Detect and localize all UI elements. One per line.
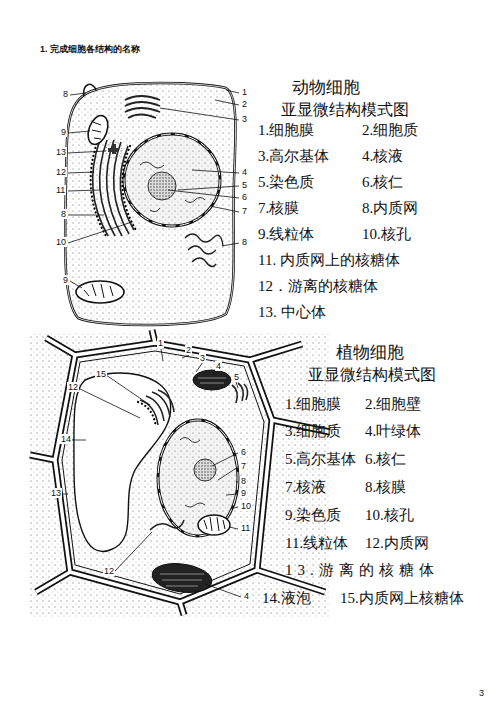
answer-item: 15.内质网上核糖体 — [340, 590, 464, 607]
callout-number: 4 — [241, 167, 248, 177]
callout-number: 14 — [60, 434, 72, 444]
answer-item: 10.核孔 — [365, 507, 414, 524]
callout-number: 1 — [241, 87, 248, 97]
answer-item: 6.核仁 — [362, 174, 403, 191]
answer-item: 4.叶绿体 — [365, 423, 421, 440]
answer-item: 11. 内质网上的核糖体 — [258, 252, 400, 269]
callout-number: 12 — [55, 167, 67, 177]
answer-item: 13. 中心体 — [258, 304, 326, 321]
callout-number: 4 — [215, 361, 222, 371]
answer-item: 6.核仁 — [365, 451, 406, 468]
callout-number: 4 — [243, 591, 250, 601]
callout-number: 3 — [199, 353, 206, 363]
callout-number: 10 — [240, 501, 252, 511]
callout-number: 13 — [55, 147, 67, 157]
callout-number: 7 — [241, 206, 248, 216]
callout-number: 6 — [241, 192, 248, 202]
answer-item: 14.液泡 — [262, 590, 311, 607]
callout-number: 8 — [62, 89, 69, 99]
animal-cell — [65, 83, 239, 325]
callout-number: 12 — [67, 382, 79, 392]
worksheet-title: 1. 完成细胞各结构的名称 — [40, 44, 140, 54]
answer-item: 3.细胞质 — [285, 423, 341, 440]
answer-item: 5.高尔基体 — [285, 451, 356, 468]
answer-item: 8.核膜 — [365, 479, 406, 496]
callout-number: 9 — [60, 127, 67, 137]
callout-number: 8 — [240, 476, 247, 486]
callout-number: 10 — [55, 237, 67, 247]
answer-item: 9.线粒体 — [258, 226, 314, 243]
callout-number: 11 — [55, 185, 66, 195]
figure-heading: 动物细胞 — [292, 78, 360, 98]
callout-number: 1 — [157, 338, 164, 348]
callout-number: 12 — [103, 566, 115, 576]
answer-item: 7.核膜 — [258, 200, 299, 217]
callout-number: 9 — [62, 275, 69, 285]
callout-number: 8 — [241, 237, 248, 247]
leader-lines — [58, 349, 241, 597]
answer-item: 12．游离的核糖体 — [258, 278, 378, 295]
callout-number: 9 — [240, 488, 247, 498]
answer-item: 8.内质网 — [362, 200, 418, 217]
answer-item: 13.游离的核糖体 — [285, 562, 439, 579]
answer-item: 4.核液 — [362, 148, 403, 165]
answer-item: 11.线粒体 — [285, 535, 348, 552]
answer-item: 9.染色质 — [285, 507, 341, 524]
answer-item: 2.细胞质 — [362, 122, 418, 139]
callout-number: 2 — [241, 99, 248, 109]
callout-number: 8 — [60, 209, 67, 219]
answer-item: 1.细胞膜 — [258, 122, 314, 139]
callout-number: 11 — [240, 523, 251, 533]
callout-number: 15 — [95, 369, 107, 379]
answer-item: 1.细胞膜 — [285, 396, 341, 413]
callout-number: 2 — [185, 345, 192, 355]
leader-lines — [68, 90, 239, 288]
answer-item: 12.内质网 — [365, 535, 429, 552]
page-number: 3 — [478, 688, 485, 698]
answer-item: 7.核液 — [285, 479, 326, 496]
callout-number: 5 — [233, 372, 240, 382]
callout-number: 5 — [241, 180, 248, 190]
callout-number: 13 — [50, 488, 62, 498]
answer-item: 2.细胞壁 — [365, 396, 421, 413]
callout-number: 7 — [240, 461, 247, 471]
answer-item: 3.高尔基体 — [258, 148, 329, 165]
answer-item: 10.核孔 — [362, 226, 411, 243]
figure-subheading: 亚显微结构模式图 — [281, 101, 409, 119]
figure-subheading: 亚显微结构模式图 — [308, 366, 436, 384]
callout-number: 6 — [240, 447, 247, 457]
callout-number: 3 — [241, 114, 248, 124]
figure-heading: 植物细胞 — [336, 343, 404, 363]
answer-item: 5.染色质 — [258, 174, 314, 191]
